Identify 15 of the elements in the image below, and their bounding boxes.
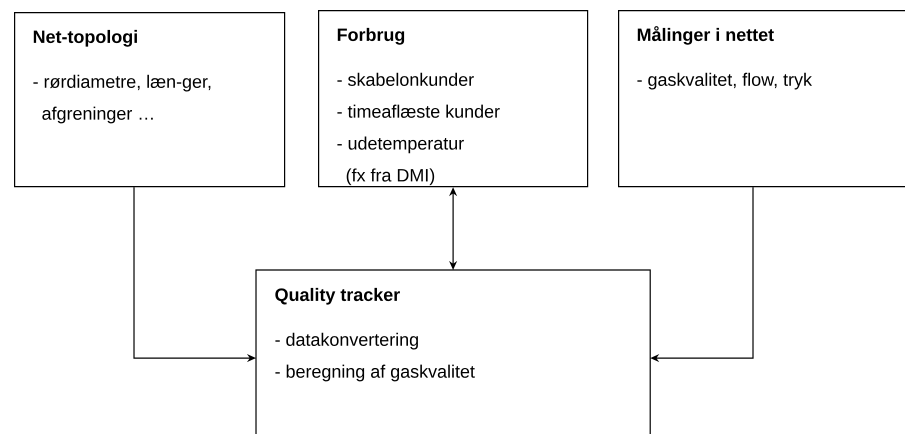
text-box: [618, 10, 905, 188]
list-item: - rørdiametre, læn-ger, afgreninger …: [33, 74, 210, 124]
list-item: - skabelonkunder: [337, 72, 474, 86]
list-item: - timeaflæste kunder: [337, 104, 500, 118]
text-box: [318, 10, 588, 188]
list-item: - udetemperatur (fx fra DMI): [337, 136, 464, 186]
text-box: [14, 12, 286, 188]
box-heading: Forbrug: [338, 28, 404, 45]
box-heading: Målinger i nettet: [638, 26, 774, 45]
list-item: - datakonvertering: [275, 332, 418, 350]
box-heading: Quality tracker: [275, 288, 400, 305]
box-heading: Net-topologi: [34, 30, 137, 47]
list-item: - beregning af gaskvalitet: [275, 364, 475, 382]
list-item: - gaskvalitet, flow, tryk: [637, 72, 812, 90]
text-box: [255, 269, 651, 434]
